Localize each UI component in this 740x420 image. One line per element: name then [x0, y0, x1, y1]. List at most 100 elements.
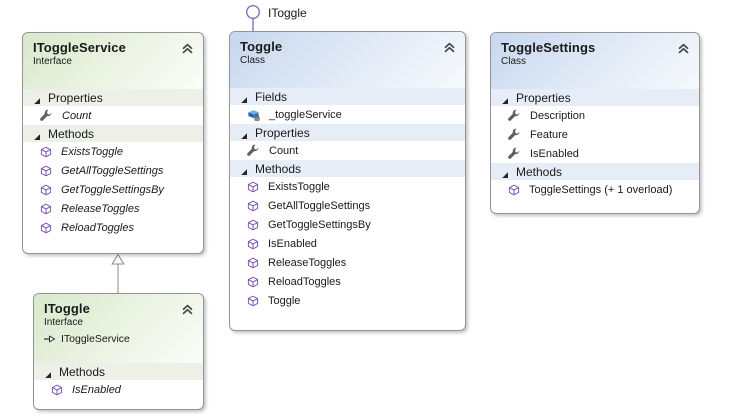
member-row[interactable]: ExistsToggle: [23, 142, 203, 161]
method-cube-icon: [247, 238, 259, 250]
expander-icon[interactable]: [240, 129, 248, 137]
box-header[interactable]: IToggle Interface IToggleService: [34, 294, 203, 363]
section-header-fields[interactable]: Fields: [230, 88, 465, 105]
property-wrench-icon: [508, 147, 521, 160]
property-wrench-icon: [508, 109, 521, 122]
box-title: IToggleService: [33, 40, 126, 55]
member-name: ReloadToggles: [61, 221, 134, 234]
interface-lollipop-circle[interactable]: [245, 4, 260, 20]
interface-box-itoggle[interactable]: IToggle Interface IToggleService Methods…: [33, 293, 204, 410]
member-name: _toggleService: [269, 108, 342, 121]
collapse-chevron-icon[interactable]: [181, 302, 194, 313]
method-cube-icon: [247, 181, 259, 193]
section-header-methods[interactable]: Methods: [230, 160, 465, 177]
property-wrench-icon: [247, 144, 260, 157]
member-row[interactable]: Count: [23, 106, 203, 125]
section-label: Methods: [516, 164, 563, 179]
method-cube-icon: [40, 222, 52, 234]
member-name: Count: [62, 109, 92, 122]
method-cube-icon: [40, 146, 52, 158]
member-row[interactable]: ExistsToggle: [230, 177, 465, 196]
member-row[interactable]: Feature: [491, 125, 699, 144]
member-name: ReleaseToggles: [268, 256, 347, 269]
section-label: Properties: [48, 90, 103, 105]
member-name: IsEnabled: [530, 147, 579, 160]
class-box-toggle[interactable]: Toggle Class Fields _toggleService Prope…: [229, 31, 466, 331]
method-cube-icon: [247, 200, 259, 212]
member-row[interactable]: GetToggleSettingsBy: [23, 180, 203, 199]
section-header-methods[interactable]: Methods: [23, 125, 203, 142]
member-row[interactable]: Toggle: [230, 291, 465, 310]
method-cube-icon: [40, 184, 52, 196]
member-row[interactable]: IsEnabled: [34, 380, 203, 399]
member-row[interactable]: GetToggleSettingsBy: [230, 215, 465, 234]
box-title: IToggle: [44, 301, 90, 316]
section-label: Fields: [255, 89, 288, 104]
collapse-chevron-icon[interactable]: [443, 40, 456, 51]
class-box-togglesettings[interactable]: ToggleSettings Class Properties Descript…: [490, 32, 700, 214]
member-name: ExistsToggle: [268, 180, 330, 193]
box-title: Toggle: [240, 39, 283, 54]
member-row[interactable]: IsEnabled: [230, 234, 465, 253]
section-header-properties[interactable]: Properties: [491, 89, 699, 106]
collapse-chevron-icon[interactable]: [677, 41, 690, 52]
expander-icon[interactable]: [33, 94, 41, 102]
member-name: ReleaseToggles: [61, 202, 140, 215]
method-cube-icon: [51, 384, 63, 396]
box-kind: Interface: [33, 56, 72, 67]
expander-icon[interactable]: [501, 168, 509, 176]
box-title: ToggleSettings: [501, 40, 596, 55]
section-header-methods[interactable]: Methods: [34, 363, 203, 380]
member-name: GetAllToggleSettings: [268, 199, 371, 212]
interface-box-itoggleservice[interactable]: IToggleService Interface Properties Coun…: [22, 32, 204, 254]
member-name: IsEnabled: [268, 237, 317, 250]
property-wrench-icon: [40, 109, 53, 122]
expander-icon[interactable]: [44, 368, 52, 376]
member-name: Description: [530, 109, 586, 122]
member-row[interactable]: GetAllToggleSettings: [23, 161, 203, 180]
expander-icon[interactable]: [240, 165, 248, 173]
box-header[interactable]: ToggleSettings Class: [491, 33, 699, 89]
private-field-icon: [247, 108, 260, 121]
method-cube-icon: [247, 295, 259, 307]
member-row[interactable]: ReleaseToggles: [230, 253, 465, 272]
property-wrench-icon: [508, 128, 521, 141]
section-label: Methods: [48, 126, 95, 141]
member-name: Feature: [530, 128, 568, 141]
method-cube-icon: [508, 184, 520, 196]
member-row[interactable]: ReloadToggles: [230, 272, 465, 291]
member-row[interactable]: Description: [491, 106, 699, 125]
base-type-row[interactable]: IToggleService: [44, 333, 193, 345]
member-row[interactable]: ReloadToggles: [23, 218, 203, 237]
expander-icon[interactable]: [240, 93, 248, 101]
method-cube-icon: [40, 165, 52, 177]
method-cube-icon: [40, 203, 52, 215]
member-name: Count: [269, 144, 299, 157]
member-row[interactable]: _toggleService: [230, 105, 465, 124]
expander-icon[interactable]: [33, 130, 41, 138]
collapse-chevron-icon[interactable]: [181, 41, 194, 52]
member-row[interactable]: ReleaseToggles: [23, 199, 203, 218]
section-header-properties[interactable]: Properties: [23, 89, 203, 106]
section-header-properties[interactable]: Properties: [230, 124, 465, 141]
box-header[interactable]: Toggle Class: [230, 32, 465, 88]
box-header[interactable]: IToggleService Interface: [23, 33, 203, 89]
member-row[interactable]: GetAllToggleSettings: [230, 196, 465, 215]
member-row[interactable]: IsEnabled: [491, 144, 699, 163]
base-type-arrow-icon: [44, 335, 56, 343]
member-name: ToggleSettings (+ 1 overload): [529, 183, 673, 196]
member-name: GetToggleSettingsBy: [268, 218, 371, 231]
section-header-methods[interactable]: Methods: [491, 163, 699, 180]
lollipop-interface-connector[interactable]: [245, 4, 260, 31]
section-label: Properties: [516, 90, 571, 105]
member-name: ExistsToggle: [61, 145, 123, 158]
section-label: Properties: [255, 125, 310, 140]
section-label: Methods: [59, 364, 106, 379]
member-row[interactable]: ToggleSettings (+ 1 overload): [491, 180, 699, 199]
box-kind: Interface: [44, 317, 83, 328]
inheritance-connector[interactable]: [111, 253, 125, 295]
base-type-name: IToggleService: [61, 333, 130, 345]
box-kind: Class: [501, 56, 527, 67]
member-row[interactable]: Count: [230, 141, 465, 160]
expander-icon[interactable]: [501, 94, 509, 102]
